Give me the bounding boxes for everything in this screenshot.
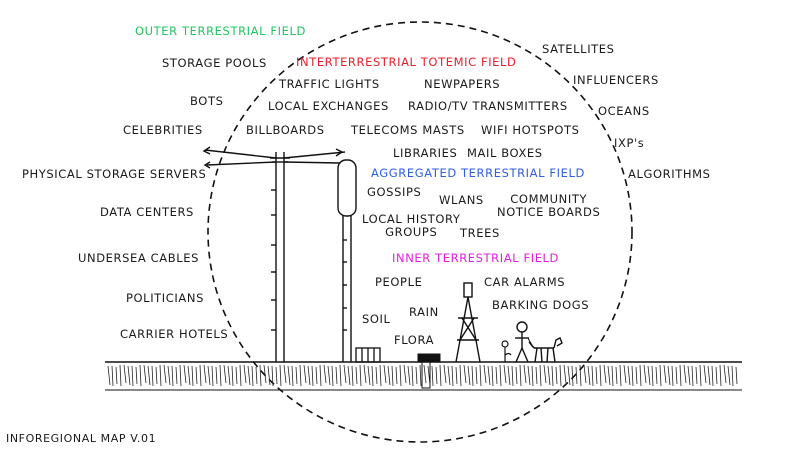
label-libraries: LIBRARIES: [393, 146, 458, 160]
label-algorithms: ALGORITHMS: [628, 167, 711, 181]
label-undersea-cables: UNDERSEA CABLES: [78, 251, 199, 265]
label-radio-tv-transmitters: RADIO/TV TRANSMITTERS: [408, 99, 568, 113]
label-newpapers: NEWPAPERS: [424, 77, 501, 91]
outer-terrestrial-field-title: OUTER TERRESTRIAL FIELD: [135, 24, 306, 38]
label-barking-dogs: BARKING DOGS: [492, 298, 590, 312]
inner-terrestrial-field-title: INNER TERRESTRIAL FIELD: [392, 251, 560, 265]
label-wlans: WLANS: [439, 193, 484, 207]
person-icon: [515, 321, 529, 363]
label-telecoms-masts: TELECOMS MASTS: [351, 123, 465, 137]
label-gossips: GOSSIPS: [367, 185, 422, 199]
label-politicians: POLITICIANS: [126, 291, 204, 305]
label-data-centers: DATA CENTERS: [100, 205, 194, 219]
fence-icon: [355, 347, 381, 363]
post-box-icon: [417, 353, 441, 389]
label-traffic-lights: TRAFFIC LIGHTS: [279, 77, 380, 91]
label-people: PEOPLE: [375, 275, 423, 289]
label-influencers: INFLUENCERS: [573, 73, 659, 87]
transmitter-tower-icon: [455, 282, 481, 363]
label-oceans: OCEANS: [598, 104, 650, 118]
label-celebrities: CELEBRITIES: [123, 123, 203, 137]
label-local-exchanges: LOCAL EXCHANGES: [268, 99, 389, 113]
label-soil: SOIL: [362, 312, 391, 326]
label-physical-storage-servers: PHYSICAL STORAGE SERVERS: [22, 167, 207, 181]
label-community-notice-boards: COMMUNITY NOTICE BOARDS: [497, 192, 601, 219]
label-ixps: IXP's: [614, 136, 645, 150]
field-boundary-circle: [207, 21, 633, 443]
label-rain: RAIN: [409, 305, 439, 319]
ground: [105, 361, 742, 391]
label-flora: FLORA: [394, 333, 435, 347]
label-local-history-groups: LOCAL HISTORY GROUPS: [362, 212, 461, 239]
label-billboards: BILLBOARDS: [246, 123, 325, 137]
label-satellites: SATELLITES: [542, 42, 615, 56]
label-wifi-hotspots: WIFI HOTSPOTS: [481, 123, 580, 137]
interterrestrial-totemic-field-title: INTERTERRESTRIAL TOTEMIC FIELD: [296, 55, 517, 69]
label-car-alarms: CAR ALARMS: [484, 275, 566, 289]
dog-icon: [527, 337, 563, 363]
label-trees: TREES: [460, 226, 500, 240]
label-bots: BOTS: [190, 94, 224, 108]
lamp-post-icon: [337, 159, 357, 362]
flower-icon: [501, 340, 512, 362]
label-carrier-hotels: CARRIER HOTELS: [120, 327, 229, 341]
ground-hatching: [107, 364, 738, 387]
aggregated-terrestrial-field-title: AGGREGATED TERRESTRIAL FIELD: [371, 166, 585, 180]
label-storage-pools: STORAGE POOLS: [162, 56, 267, 70]
utility-pole-icon: [202, 146, 346, 362]
map-version-title: INFOREGIONAL MAP V.01: [6, 432, 157, 445]
label-mail-boxes: MAIL BOXES: [467, 146, 543, 160]
